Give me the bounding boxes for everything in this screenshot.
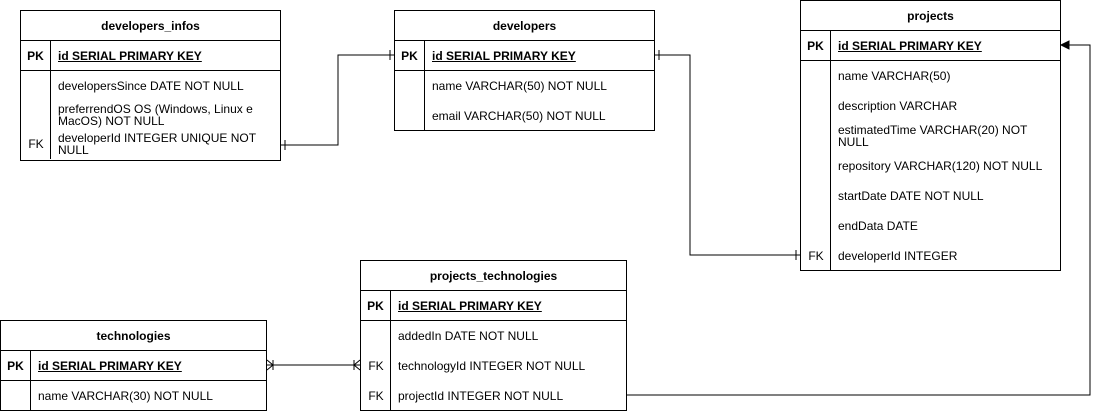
key-label <box>801 151 831 181</box>
key-label <box>1 381 31 411</box>
entity-developers[interactable]: developers PK id SERIAL PRIMARY KEY name… <box>394 10 655 131</box>
field-row: startDate DATE NOT NULL <box>801 181 1060 211</box>
pk-label: PK <box>801 31 831 60</box>
key-label <box>395 101 425 131</box>
entity-projects-technologies[interactable]: projects_technologies PK id SERIAL PRIMA… <box>360 260 627 411</box>
field-text: addedIn DATE NOT NULL <box>398 329 539 343</box>
pk-field: id SERIAL PRIMARY KEY <box>838 38 982 53</box>
pk-field: id SERIAL PRIMARY KEY <box>38 358 182 373</box>
field-text: projectId INTEGER NOT NULL <box>398 389 564 403</box>
link-devinfos-developers <box>281 54 394 146</box>
key-label <box>361 321 391 351</box>
field-text: developerId INTEGER <box>838 249 958 263</box>
field-text: repository VARCHAR(120) NOT NULL <box>838 159 1043 173</box>
pk-row: PK id SERIAL PRIMARY KEY <box>1 351 266 381</box>
field-row: FK developerId INTEGER <box>801 241 1060 271</box>
field-text: technologyId INTEGER NOT NULL <box>398 359 586 373</box>
field-text: name VARCHAR(30) NOT NULL <box>38 389 213 403</box>
key-label <box>21 101 51 129</box>
key-label <box>395 71 425 101</box>
fields-area: addedIn DATE NOT NULL FK technologyId IN… <box>361 321 626 411</box>
pk-row: PK id SERIAL PRIMARY KEY <box>801 31 1060 61</box>
key-label: FK <box>368 359 384 373</box>
field-row: name VARCHAR(50) NOT NULL <box>395 71 654 101</box>
pk-label: PK <box>1 351 31 380</box>
field-row: FK projectId INTEGER NOT NULL <box>361 381 626 411</box>
pk-field: id SERIAL PRIMARY KEY <box>58 48 202 63</box>
pk-field: id SERIAL PRIMARY KEY <box>398 298 542 313</box>
fields-area: name VARCHAR(30) NOT NULL <box>1 381 266 411</box>
field-text: developerId INTEGER UNIQUE NOT NULL <box>58 131 256 157</box>
crowfoot <box>353 359 361 371</box>
entity-title: technologies <box>1 321 266 351</box>
field-row: description VARCHAR <box>801 91 1060 121</box>
entity-technologies[interactable]: technologies PK id SERIAL PRIMARY KEY na… <box>0 320 267 411</box>
field-text: developersSince DATE NOT NULL <box>58 79 244 93</box>
field-text: preferrendOS OS (Windows, Linux e MacOS)… <box>58 102 253 128</box>
field-text: email VARCHAR(50) NOT NULL <box>432 109 606 123</box>
key-label <box>801 181 831 211</box>
pk-label: PK <box>395 41 425 70</box>
key-label <box>801 61 831 91</box>
key-label: FK <box>808 249 824 263</box>
key-column <box>395 71 425 131</box>
pk-row: PK id SERIAL PRIMARY KEY <box>361 291 626 321</box>
key-column <box>1 381 31 411</box>
field-text: name VARCHAR(50) NOT NULL <box>432 79 607 93</box>
arrowhead <box>1059 40 1070 50</box>
pk-field: id SERIAL PRIMARY KEY <box>432 48 576 63</box>
field-row: name VARCHAR(30) NOT NULL <box>1 381 266 411</box>
field-row: endData DATE <box>801 211 1060 241</box>
field-row: estimatedTime VARCHAR(20) NOT NULL <box>801 121 1060 151</box>
fields-area: developersSince DATE NOT NULL preferrend… <box>21 71 280 159</box>
key-label <box>801 91 831 121</box>
entity-title: projects <box>801 1 1060 31</box>
field-row: developersSince DATE NOT NULL <box>21 71 280 101</box>
key-label <box>801 211 831 241</box>
field-text: description VARCHAR <box>838 99 958 113</box>
key-column <box>361 321 391 411</box>
link-projtech-projects <box>627 44 1091 396</box>
key-column <box>801 61 831 271</box>
fields-area: name VARCHAR(50) NOT NULL email VARCHAR(… <box>395 71 654 131</box>
key-label <box>21 71 51 101</box>
field-row: preferrendOS OS (Windows, Linux e MacOS)… <box>21 101 280 129</box>
field-row: FK technologyId INTEGER NOT NULL <box>361 351 626 381</box>
pk-row: PK id SERIAL PRIMARY KEY <box>395 41 654 71</box>
field-row: repository VARCHAR(120) NOT NULL <box>801 151 1060 181</box>
pk-label: PK <box>21 41 51 70</box>
entity-title: developers_infos <box>21 11 280 41</box>
field-row: FK developerId INTEGER UNIQUE NOT NULL <box>21 129 280 159</box>
key-label: FK <box>28 137 44 151</box>
key-label <box>801 121 831 151</box>
field-text: name VARCHAR(50) <box>838 69 951 83</box>
field-row: email VARCHAR(50) NOT NULL <box>395 101 654 131</box>
entity-developers-infos[interactable]: developers_infos PK id SERIAL PRIMARY KE… <box>20 10 281 161</box>
field-text: startDate DATE NOT NULL <box>838 189 984 203</box>
link-developers-projects <box>655 54 800 256</box>
key-column <box>21 71 51 159</box>
entity-title: developers <box>395 11 654 41</box>
fields-area: name VARCHAR(50) description VARCHAR est… <box>801 61 1060 271</box>
pk-label: PK <box>361 291 391 320</box>
key-label: FK <box>368 389 384 403</box>
entity-projects[interactable]: projects PK id SERIAL PRIMARY KEY name V… <box>800 0 1061 271</box>
field-row: name VARCHAR(50) <box>801 61 1060 91</box>
field-text: endData DATE <box>838 219 918 233</box>
entity-title: projects_technologies <box>361 261 626 291</box>
field-row: addedIn DATE NOT NULL <box>361 321 626 351</box>
crowfoot <box>266 359 274 371</box>
field-text: estimatedTime VARCHAR(20) NOT NULL <box>838 123 1028 149</box>
pk-row: PK id SERIAL PRIMARY KEY <box>21 41 280 71</box>
